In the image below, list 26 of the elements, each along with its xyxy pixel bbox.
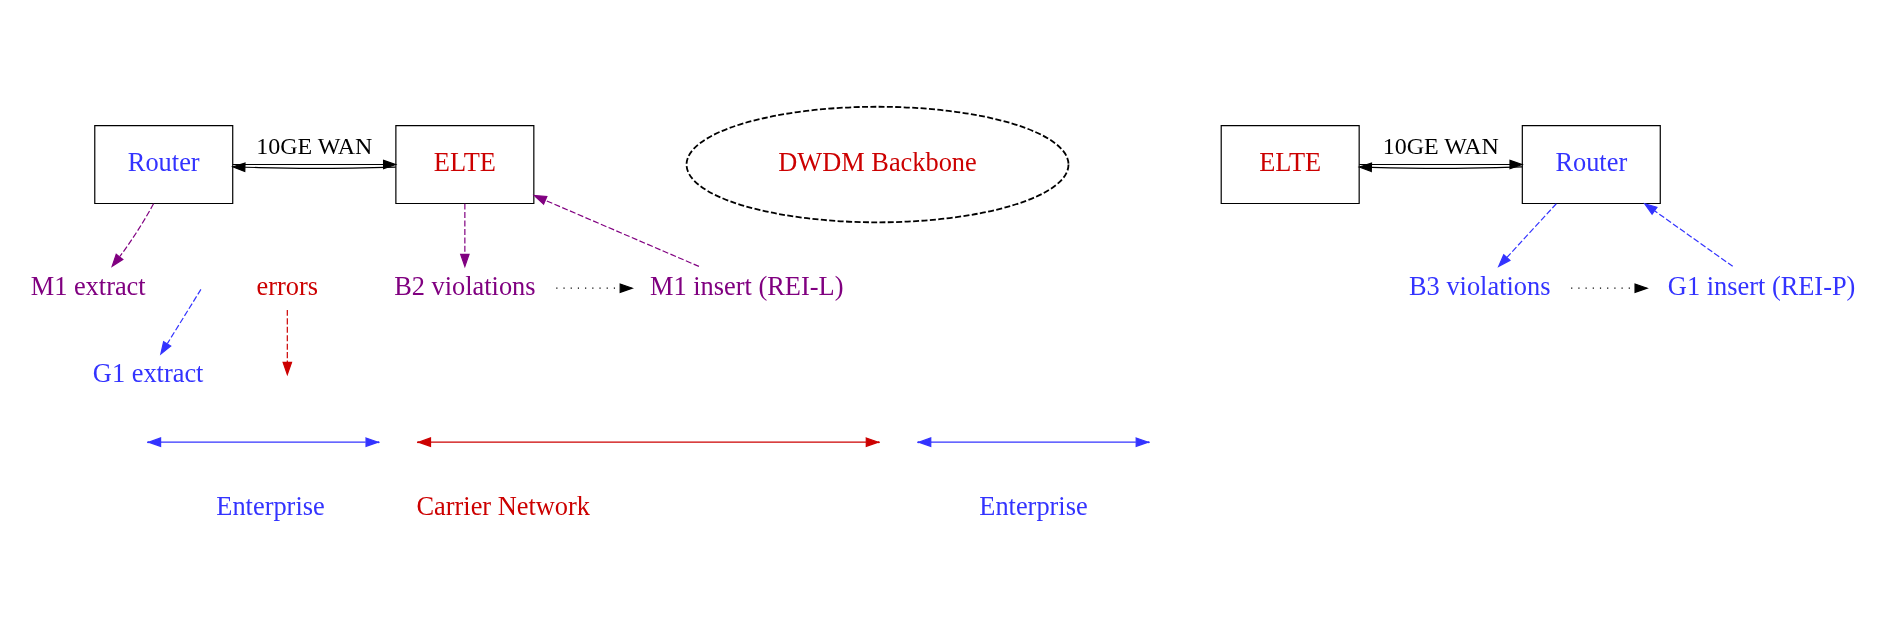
node-text: B3 violations [1408, 270, 1550, 301]
arrow [1570, 283, 1649, 294]
node-box: ELTE [1220, 124, 1360, 205]
arrow [459, 203, 470, 269]
arrow [281, 309, 292, 377]
arrow [110, 203, 154, 268]
label: Enterprise [978, 491, 1088, 522]
node-box: Router [93, 124, 233, 205]
label: Enterprise [215, 491, 325, 522]
edge-label: 10GE WAN [1382, 132, 1499, 159]
node-box: Router [1521, 124, 1661, 205]
node-text: G1 extract [92, 358, 203, 389]
node-text: G1 insert (REI-P) [1667, 270, 1855, 301]
node-ellipse: DWDM Backbone [685, 105, 1069, 224]
arrow [1496, 203, 1557, 268]
node-box: ELTE [394, 124, 534, 205]
arrow [555, 283, 634, 294]
node-text: B2 violations [393, 270, 536, 301]
edge-label: 10GE WAN [255, 132, 372, 159]
label: Carrier Network [415, 491, 590, 522]
arrow [532, 194, 700, 267]
arrow [159, 288, 201, 356]
node-text: M1 extract [30, 270, 146, 301]
arrow [1642, 202, 1733, 267]
node-text: M1 insert (REI-L) [649, 270, 843, 301]
node-text: errors [256, 270, 318, 301]
